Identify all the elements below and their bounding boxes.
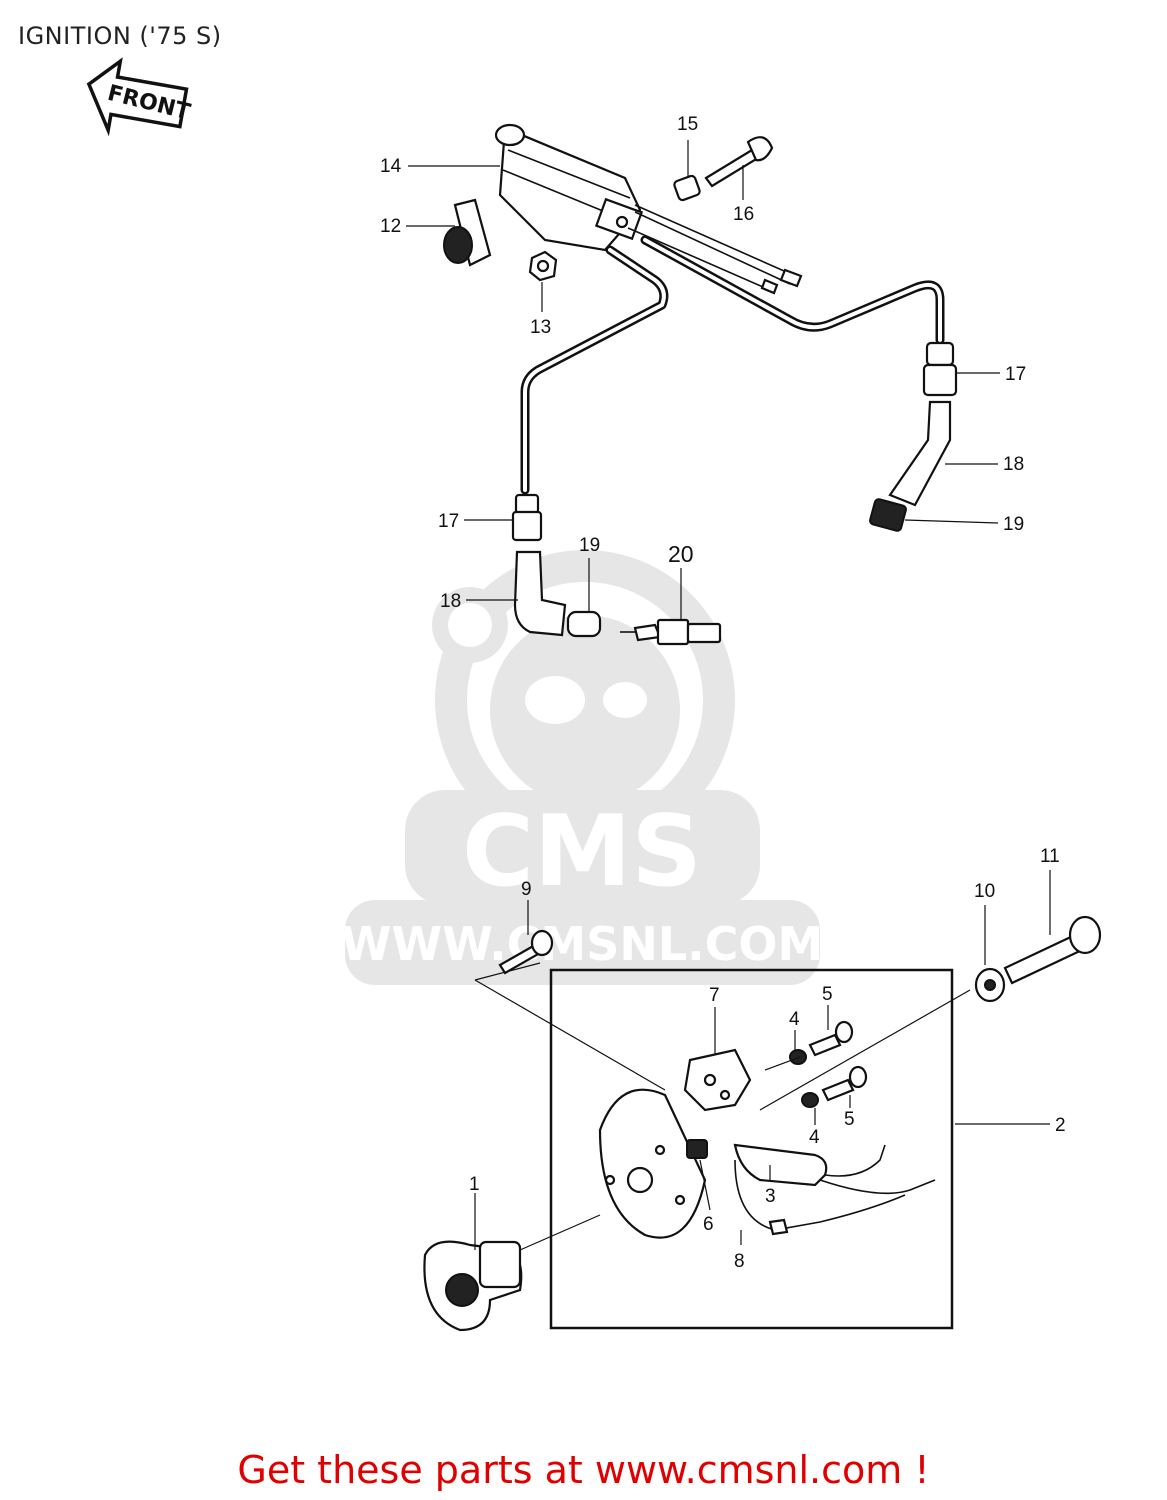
rear-plug-cap: [869, 498, 907, 532]
rear-plug-connector: [922, 341, 958, 397]
callout-17-front: 17: [438, 511, 459, 532]
callout-6: 6: [703, 1214, 714, 1235]
front-plug-connector: [511, 493, 543, 542]
spark-plug: [620, 618, 722, 646]
rear-plug-boot: [888, 400, 952, 507]
callout-9: 9: [521, 879, 532, 900]
coil-collar: [673, 174, 701, 202]
callout-10: 10: [974, 881, 995, 902]
callout-4-upper: 4: [789, 1009, 800, 1030]
screw-upper: [789, 1020, 854, 1065]
assembly-frame: [549, 968, 954, 1330]
callout-5-lower: 5: [844, 1109, 855, 1130]
callout-19-front: 19: [579, 535, 600, 556]
front-arrow: FRONT: [86, 57, 193, 137]
coil-bracket: [443, 198, 492, 267]
callout-5-upper: 5: [822, 984, 833, 1005]
front-plug-boot: [513, 550, 567, 637]
callout-18-rear: 18: [1003, 454, 1024, 475]
callout-3: 3: [765, 1186, 776, 1207]
callout-1: 1: [469, 1174, 480, 1195]
ignition-coil: [494, 123, 644, 252]
contact-points: [683, 1048, 752, 1112]
callout-14: 14: [380, 156, 402, 177]
callout-7: 7: [709, 985, 720, 1006]
watermark-logo-text: CMS: [462, 795, 702, 909]
callout-leaders: [406, 140, 1051, 1250]
front-plug-cap: [566, 610, 602, 638]
callout-18-front: 18: [440, 591, 461, 612]
page-title: IGNITION ('75 S): [18, 22, 222, 50]
callout-15: 15: [677, 114, 698, 135]
breaker-base-plate: [598, 1088, 707, 1239]
callout-11: 11: [1040, 846, 1060, 867]
callout-4-lower: 4: [809, 1127, 820, 1148]
callout-2: 2: [1055, 1115, 1066, 1136]
callout-12: 12: [380, 216, 401, 237]
advancer-washer: [974, 967, 1006, 1003]
cms-watermark: CMS WWW.CMSNL.COM: [341, 550, 824, 985]
coil-bolt: [704, 136, 774, 188]
screw-lower: [801, 1065, 868, 1108]
callout-19-rear: 19: [1003, 514, 1024, 535]
callout-16: 16: [733, 204, 754, 225]
condenser: [733, 1143, 936, 1195]
footer-promo-link[interactable]: Get these parts at www.cmsnl.com !: [237, 1448, 930, 1492]
watermark-url-text: WWW.CMSNL.COM: [341, 917, 824, 971]
callout-20: 20: [668, 541, 694, 567]
advancer-bolt: [1003, 915, 1102, 985]
callout-13: 13: [530, 317, 551, 338]
coil-nut: [528, 250, 558, 282]
callout-8: 8: [734, 1251, 745, 1272]
callout-17-rear: 17: [1005, 364, 1026, 385]
felt-pad: [686, 1139, 708, 1159]
breaker-cam: [423, 1240, 523, 1332]
mounting-screw: [498, 929, 554, 975]
